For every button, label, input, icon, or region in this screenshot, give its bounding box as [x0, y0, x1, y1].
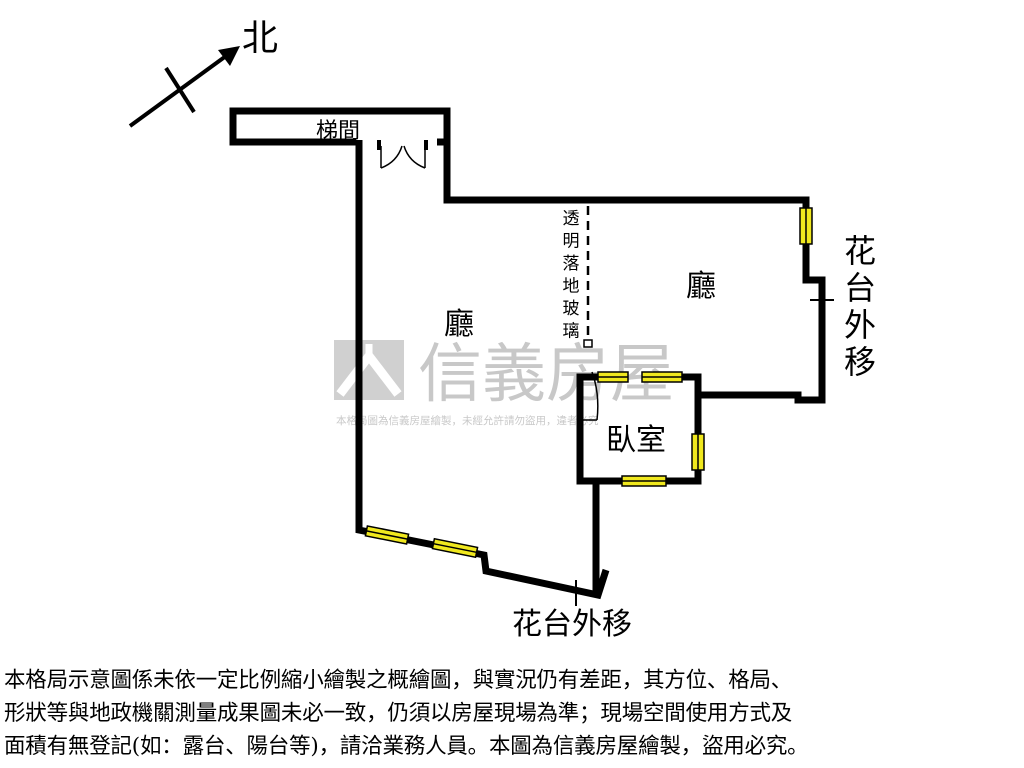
- brand-watermark: 信義房屋 本格局圖為信義房屋繪製，未經允許請勿盜用，違者必究: [334, 338, 674, 427]
- right-living-wall: [443, 140, 826, 404]
- disclaimer-line: 面積有無登記(如：露台、陽台等)，請洽業務人員。本圖為信義房屋繪製，盜用必究。: [4, 734, 809, 759]
- compass-arrow-shaft: [128, 54, 228, 128]
- brand-logo: [334, 340, 404, 400]
- disclaimer-line: 形狀等與地政機關測量成果圖未必一致，仍須以房屋現場為準；現場空間使用方式及: [4, 701, 793, 726]
- compass-arrow-head: [218, 46, 240, 66]
- bedroom-label: 臥室: [606, 423, 666, 458]
- window-right-wall-top: [799, 207, 813, 245]
- disclaimer-line: 本格局示意圖係未依一定比例縮小繪製之概繪圖，與實況仍有差距，其方位、格局、: [4, 668, 793, 693]
- compass-north-label: 北: [242, 18, 278, 59]
- windows: [364, 207, 813, 559]
- window-bedroom-top: [597, 371, 683, 383]
- window-left-bottom-2: [431, 537, 479, 559]
- window-left-bottom-1: [364, 525, 410, 545]
- north-compass: 北: [128, 18, 278, 128]
- living-room-right-label: 廳: [686, 269, 716, 304]
- balcony-bottom-label: 花台外移: [512, 607, 632, 642]
- watermark-brand-text: 信義房屋: [418, 338, 674, 412]
- watermark-notice-text: 本格局圖為信義房屋繪製，未經允許請勿盜用，違者必究: [336, 414, 599, 427]
- window-bedroom-right: [691, 433, 705, 471]
- disclaimer-text: 本格局示意圖係未依一定比例縮小繪製之概繪圖，與實況仍有差距，其方位、格局、 形狀…: [4, 664, 1020, 763]
- stairwell-double-door: [380, 145, 426, 169]
- vertical-label-text: 透明落地玻璃: [563, 209, 580, 342]
- bedroom-door: [578, 339, 599, 421]
- stairwell-label: 梯間: [316, 119, 360, 144]
- window-bedroom-bottom: [621, 475, 667, 487]
- balcony-right-vertical-label: 花台外移: [844, 232, 876, 381]
- glass-wall-vertical-label: 透明落地玻璃: [563, 209, 580, 342]
- stairwell: 梯間: [229, 107, 451, 146]
- living-room-left-label: 廳: [444, 307, 474, 342]
- compass-cross-line: [164, 66, 196, 114]
- floor-plan: 北 信義房屋 本格局圖為信義房屋繪製，未經允許請勿盜用，違者必究 梯間: [128, 18, 876, 642]
- vertical-label-text: 花台外移: [844, 232, 876, 381]
